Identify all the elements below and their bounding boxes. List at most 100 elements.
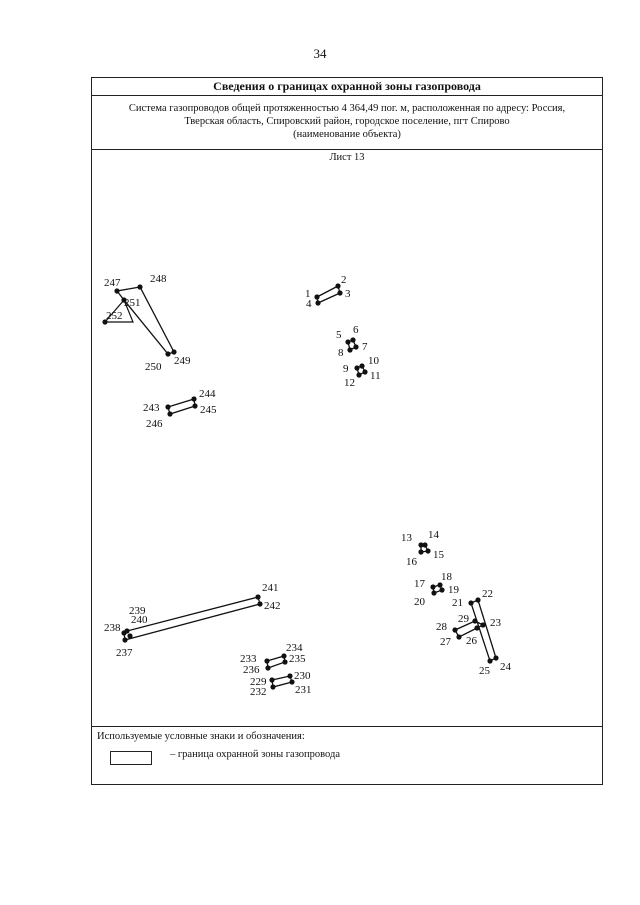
boundary-point-24 [493,655,499,661]
point-label-28: 28 [436,621,448,633]
point-label-231: 231 [295,684,312,696]
boundary-point-242 [257,601,263,607]
sheet-label: Лист 13 [329,152,365,163]
boundary-point-236 [265,665,271,671]
point-label-16: 16 [406,556,418,568]
point-label-238: 238 [104,622,121,634]
point-label-243: 243 [143,402,160,414]
point-label-244: 244 [199,388,216,400]
boundary-point-245 [192,403,198,409]
point-label-1: 1 [305,288,311,300]
boundary-point-5 [345,339,351,345]
point-label-26: 26 [466,635,478,647]
boundary-point-3 [337,290,343,296]
point-label-9: 9 [343,363,349,375]
point-label-3: 3 [345,288,351,300]
point-label-18: 18 [441,571,453,583]
point-label-4: 4 [306,298,312,310]
point-label-21: 21 [452,597,463,609]
point-label-24: 24 [500,661,512,673]
boundary-point-20 [431,590,437,596]
boundary-point-11 [362,369,368,375]
boundary-point-4 [315,300,321,306]
point-label-20: 20 [414,596,426,608]
boundary-point-23 [480,622,486,628]
boundary-point-25 [487,658,493,664]
zone-boundary-1 [316,285,341,304]
boundary-point-239 [124,628,130,634]
point-label-2: 2 [341,274,347,286]
point-label-12: 12 [344,377,355,389]
boundary-point-2 [335,283,341,289]
legend: Используемые условные знаки и обозначени… [92,726,602,787]
point-label-8: 8 [338,347,344,359]
legend-zone-symbol [110,751,152,765]
boundary-point-13 [418,542,424,548]
point-label-19: 19 [448,584,460,596]
point-label-13: 13 [401,532,413,544]
object-line-1: Система газопроводов общей протяженность… [128,103,566,114]
boundary-point-240 [127,633,133,639]
boundary-point-251 [121,297,127,303]
document-title: Сведения о границах охранной зоны газопр… [92,78,602,96]
point-label-235: 235 [289,653,306,665]
boundary-point-232 [270,684,276,690]
boundary-point-10 [359,363,365,369]
point-label-248: 248 [150,273,167,285]
boundary-point-26 [474,625,480,631]
point-label-249: 249 [174,355,191,367]
boundary-point-230 [287,673,293,679]
zone-boundary-11 [167,398,196,415]
boundary-point-229 [269,677,275,683]
boundary-point-249 [171,349,177,355]
point-label-5: 5 [336,329,342,341]
point-label-246: 246 [146,418,163,430]
document-frame: Сведения о границах охранной зоны газопр… [91,77,603,785]
boundary-point-27 [456,634,462,640]
point-label-247: 247 [104,277,121,289]
point-label-239: 239 [129,605,146,617]
point-label-229: 229 [250,676,267,688]
point-label-245: 245 [200,404,217,416]
point-label-23: 23 [490,617,502,629]
boundary-point-7 [353,344,359,350]
point-label-230: 230 [294,670,311,682]
boundary-point-29 [472,618,478,624]
point-label-251: 251 [124,297,141,309]
page-number: 34 [313,46,327,61]
point-label-25: 25 [479,665,491,677]
point-label-15: 15 [433,549,445,561]
boundary-point-243 [165,404,171,410]
object-caption: (наименование объекта) [293,129,401,140]
boundary-point-22 [475,597,481,603]
point-label-7: 7 [362,341,368,353]
boundary-point-231 [289,679,295,685]
boundary-point-233 [264,658,270,664]
point-label-240: 240 [131,614,148,626]
point-label-232: 232 [250,686,267,698]
boundary-point-9 [354,365,360,371]
point-label-6: 6 [353,324,359,336]
point-label-17: 17 [414,578,426,590]
boundary-point-6 [350,337,356,343]
boundary-point-1 [314,294,320,300]
boundary-point-16 [418,549,424,555]
legend-zone-text: – граница охранной зоны газопровода [170,749,341,760]
boundary-point-248 [137,284,143,290]
legend-title: Используемые условные знаки и обозначени… [97,731,305,742]
boundary-point-8 [347,347,353,353]
boundary-point-247 [114,288,120,294]
boundary-point-12 [356,372,362,378]
boundary-point-234 [281,653,287,659]
point-label-14: 14 [428,529,440,541]
boundary-point-237 [122,637,128,643]
point-label-241: 241 [262,582,279,594]
boundary-point-250 [165,351,171,357]
boundary-point-17 [430,584,436,590]
boundary-point-246 [167,411,173,417]
boundary-point-18 [437,582,443,588]
point-label-234: 234 [286,642,303,654]
boundary-point-15 [425,548,431,554]
boundary-point-19 [439,587,445,593]
